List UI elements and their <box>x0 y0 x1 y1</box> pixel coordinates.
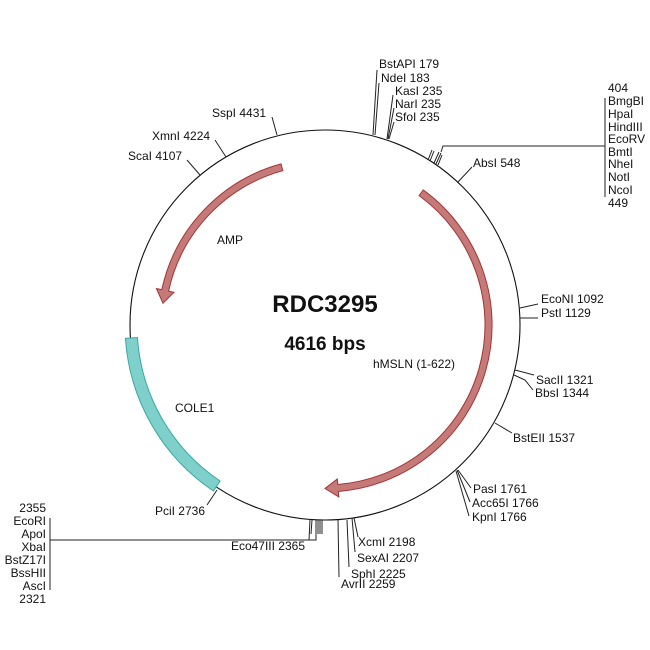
plasmid-size: 4616 bps <box>284 334 365 355</box>
mcs2-enzyme: XbaI <box>21 540 46 554</box>
site-sacii: SacII 1321 <box>536 373 594 387</box>
site-pasi: PasI 1761 <box>473 482 527 496</box>
mcs1-cluster: 404 BmgBI HpaI HindIII EcoRV BmtI NheI N… <box>427 81 645 210</box>
site-kpni: KpnI 1766 <box>472 510 527 524</box>
mcs1-enzyme: BmtI <box>608 145 633 159</box>
mcs1-enzyme: NheI <box>608 157 633 171</box>
mcs1-enzyme: BmgBI <box>608 94 644 108</box>
site-bsteii: BstEII 1537 <box>513 431 575 445</box>
cole1-origin-band[interactable] <box>124 336 221 492</box>
mcs2-enzyme: AscI <box>23 579 46 593</box>
mcs2-enzyme: BstZ17I <box>5 553 46 567</box>
plasmid-name: RDC3295 <box>272 291 377 318</box>
amp-feature-arrow[interactable] <box>155 163 284 305</box>
site-ndei: NdeI 183 <box>381 71 430 85</box>
mcs2-start: 2355 <box>19 501 46 515</box>
site-avrii: AvrII 2259 <box>341 577 396 591</box>
site-eco47iii: Eco47III 2365 <box>231 539 305 553</box>
site-pcii: PciI 2736 <box>155 504 205 518</box>
feature-label-amp: AMP <box>217 233 243 247</box>
site-acc65i: Acc65I 1766 <box>472 496 539 510</box>
mcs2-enzyme: EcoRI <box>13 514 46 528</box>
site-group-bottom: XcmI 2198 SexAI 2207 SphI 2225 AvrII 225… <box>5 489 419 606</box>
site-group-right: AbsI 548 EcoNI 1092 PstI 1129 SacII 1321… <box>455 156 604 524</box>
mcs1-enzyme: NotI <box>608 170 630 184</box>
site-sfoi: SfoI 235 <box>395 110 440 124</box>
mcs1-enzyme: HpaI <box>608 107 633 121</box>
site-kasi: KasI 235 <box>395 84 443 98</box>
backbone-circle <box>129 129 521 521</box>
site-psti: PstI 1129 <box>541 306 591 320</box>
site-group-left: SspI 4431 XmnI 4224 ScaI 4107 <box>128 106 278 176</box>
mcs1-enzyme: EcoRV <box>608 132 645 146</box>
site-bbsi: BbsI 1344 <box>535 386 589 400</box>
site-absi: AbsI 548 <box>473 156 521 170</box>
feature-label-cole1: COLE1 <box>175 401 215 415</box>
site-bstapi: BstAPI 179 <box>379 57 439 71</box>
hmsln-feature-arrow[interactable] <box>324 189 493 498</box>
mcs2-enzyme: ApoI <box>21 527 46 541</box>
feature-label-hmsln: hMSLN (1-622) <box>373 357 455 371</box>
site-sphi: SphI 2225 <box>351 567 406 581</box>
site-xmni: XmnI 4224 <box>152 129 210 143</box>
site-sspi: SspI 4431 <box>212 106 266 120</box>
site-sexai: SexAI 2207 <box>357 551 419 565</box>
mcs1-start: 404 <box>608 81 628 95</box>
site-group-top: BstAPI 179 NdeI 183 KasI 235 NarI 235 Sf… <box>372 57 443 140</box>
site-scai: ScaI 4107 <box>128 149 182 163</box>
mcs2-end: 2321 <box>19 592 46 606</box>
site-nari: NarI 235 <box>395 97 441 111</box>
mcs1-enzyme: HindIII <box>608 120 643 134</box>
site-econi: EcoNI 1092 <box>541 292 604 306</box>
mcs1-enzyme: NcoI <box>608 183 633 197</box>
site-xcmi: XcmI 2198 <box>358 535 416 549</box>
mcs1-end: 449 <box>608 196 628 210</box>
mcs2-enzyme: BssHII <box>11 566 46 580</box>
